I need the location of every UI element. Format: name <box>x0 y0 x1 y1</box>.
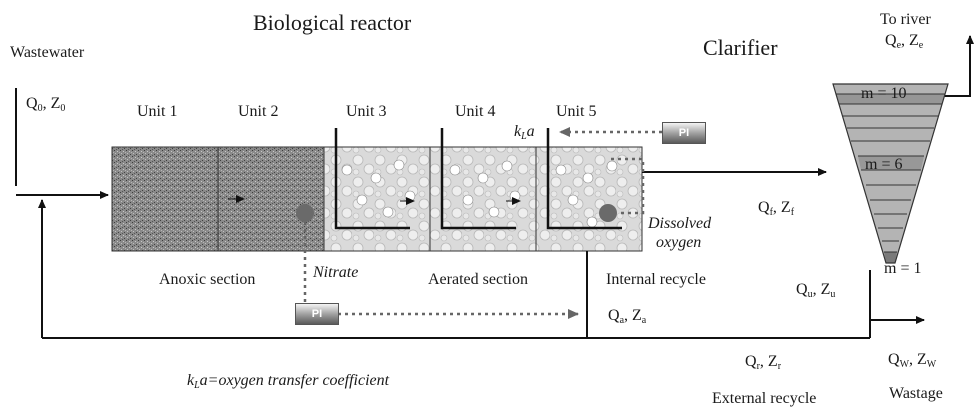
internal-recycle-flow-label: Qa, Za <box>608 307 647 326</box>
flow-lines <box>15 35 974 339</box>
unit-4-label: Unit 4 <box>455 103 496 120</box>
reactor-units <box>111 146 643 252</box>
aeration-pipes <box>334 128 622 230</box>
effluent-line <box>935 35 974 97</box>
reactor-title: Biological reactor <box>253 10 412 35</box>
to-river-label: To river <box>880 11 931 28</box>
air-bubbles <box>341 159 618 228</box>
unit-5-tank <box>535 146 643 252</box>
layer-1-label: m = 1 <box>884 260 922 277</box>
control-lines <box>303 127 662 319</box>
internal-recycle-label: Internal recycle <box>606 271 706 288</box>
wastage-label: Wastage <box>889 385 943 402</box>
layer-10-label: m = 10 <box>861 85 907 102</box>
anoxic-section-label: Anoxic section <box>159 271 256 288</box>
internal-flow-arrows <box>228 195 521 205</box>
pi-controller-oxygen: PI <box>662 122 706 144</box>
clarifier-title: Clarifier <box>703 35 778 60</box>
unit-1-tank <box>111 146 219 252</box>
pi-controller-nitrate: PI <box>295 303 339 325</box>
underflow-flow-label: Qu, Zu <box>796 281 836 300</box>
aerated-section-label: Aerated section <box>428 271 528 288</box>
unit-5-label: Unit 5 <box>556 103 597 120</box>
external-recycle-label: External recycle <box>712 390 817 407</box>
unit-4-tank <box>429 146 537 252</box>
unit-1-label: Unit 1 <box>137 103 178 120</box>
dissolved-label: Dissolved <box>648 215 712 232</box>
feed-flow-label: Qf, Zf <box>758 199 795 218</box>
nitrate-label: Nitrate <box>313 264 359 281</box>
effluent-flow-label: Qe, Ze <box>885 32 924 51</box>
unit-3-label: Unit 3 <box>346 103 387 120</box>
layer-6-label: m = 6 <box>865 156 903 173</box>
wastage-flow-label: QW, ZW <box>888 351 937 370</box>
clarifier <box>832 83 949 264</box>
nitrate-sensor <box>296 204 314 222</box>
kla-label: kLa <box>514 123 535 142</box>
influent-flow-label: Q0, Z0 <box>26 95 66 114</box>
unit-2-label: Unit 2 <box>238 103 279 120</box>
oxygen-label: oxygen <box>656 234 702 251</box>
oxygen-sensor <box>599 204 617 222</box>
wastewater-label: Wastewater <box>10 44 85 61</box>
external-recycle-flow-label: Qr, Zr <box>745 353 782 372</box>
kla-legend: kLa=oxygen transfer coefficient <box>187 372 390 391</box>
